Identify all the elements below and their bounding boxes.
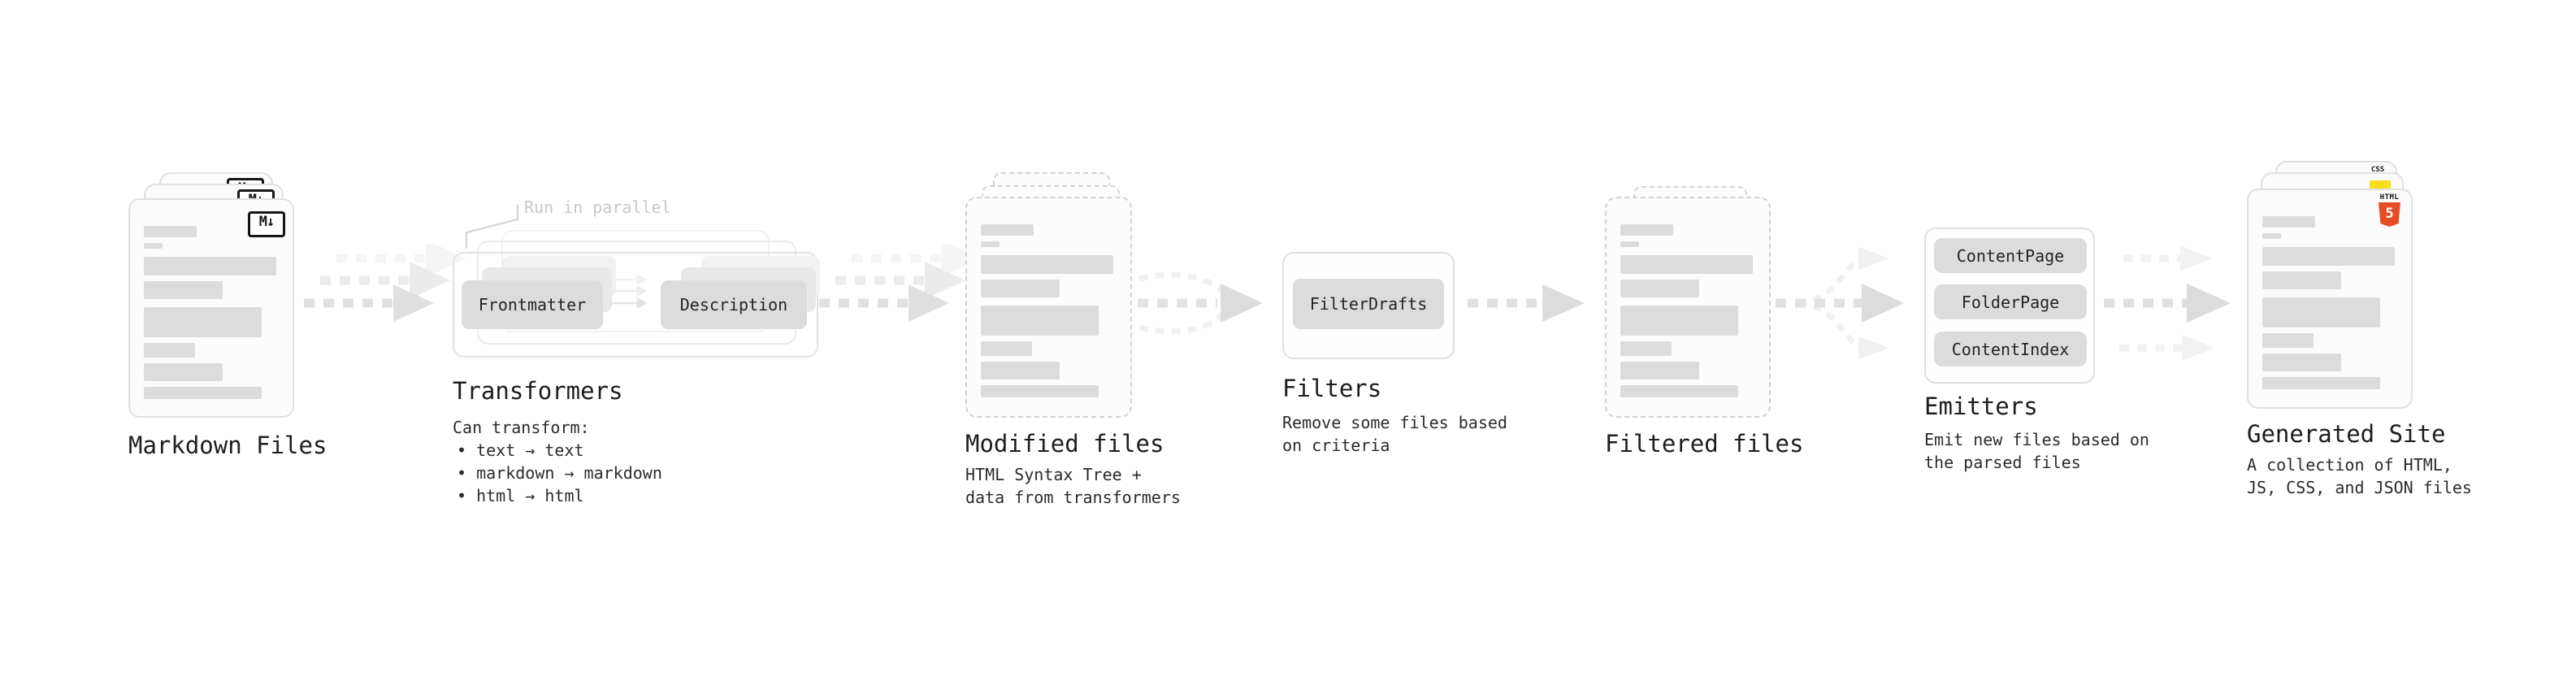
stage-title-filters: Filters xyxy=(1282,375,1382,402)
content-bar xyxy=(144,226,197,237)
content-bar xyxy=(981,362,1060,380)
generated-subtitle: A collection of HTML, JS, CSS, and JSON … xyxy=(2247,455,2472,497)
filters-subtitle: Remove some files based on criteria xyxy=(1282,413,1507,455)
content-bar xyxy=(1620,385,1738,397)
content-bar xyxy=(1620,280,1699,297)
stage-title-emitters: Emitters xyxy=(1924,393,2038,420)
content-bar xyxy=(981,280,1060,297)
content-bar xyxy=(981,341,1032,356)
emitters-subtitle: Emit new files based on the parsed files xyxy=(1924,430,2149,472)
emitter-pill-contentpage: ContentPage xyxy=(1934,238,2087,273)
arrow-filters-to-filtered-icon xyxy=(1468,284,1585,322)
emitter-pill-folderpage: FolderPage xyxy=(1934,284,2087,319)
transformer-pill-description: Description xyxy=(661,280,807,329)
content-bar xyxy=(1620,341,1672,356)
markdown-file-card: M↓ xyxy=(128,198,294,418)
content-bar xyxy=(1620,241,1639,247)
stage-title-transformers: Transformers xyxy=(453,377,623,405)
content-bar xyxy=(2262,377,2380,389)
content-bar xyxy=(1620,362,1699,380)
content-bar xyxy=(2262,333,2314,348)
transformer-pill-frontmatter: Frontmatter xyxy=(462,280,603,329)
html5-icon: 5 xyxy=(2379,202,2400,227)
stage-title-markdown-files: Markdown Files xyxy=(128,432,327,459)
emitter-pill-contentindex: ContentIndex xyxy=(1934,332,2087,367)
stage-title-filtered-files: Filtered files xyxy=(1605,430,1804,458)
generated-file-card: HTML 5 xyxy=(2247,189,2413,409)
arrow-modified-to-filters-icon xyxy=(1138,271,1263,335)
content-bar xyxy=(2262,216,2315,228)
content-bar xyxy=(2262,271,2341,289)
arrow-transformers-to-modified-icon xyxy=(813,244,983,325)
transformer-box xyxy=(453,252,818,358)
arrow-emitters-to-generated-icon xyxy=(2104,245,2231,361)
pill-link-arrows-icon xyxy=(609,274,648,309)
content-bar xyxy=(144,281,223,299)
content-bar xyxy=(144,243,163,249)
content-bar xyxy=(144,387,262,399)
content-bar xyxy=(144,363,223,381)
transformers-bullet: • markdown → markdown xyxy=(457,463,662,483)
stage-title-modified-files: Modified files xyxy=(965,430,1164,458)
content-bar xyxy=(1620,306,1738,336)
js-icon xyxy=(2370,180,2391,191)
transformers-subtitle: Can transform: xyxy=(453,418,590,437)
css-label: CSS xyxy=(2370,166,2385,174)
arrow-markdown-to-transformers-icon xyxy=(297,244,468,325)
content-bar xyxy=(144,307,262,337)
note-leader-line-icon xyxy=(465,205,519,249)
markdown-icon: M↓ xyxy=(248,211,285,237)
content-bar xyxy=(1620,255,1753,274)
content-bar xyxy=(981,224,1034,236)
modified-file-card xyxy=(965,197,1132,418)
content-bar xyxy=(144,343,195,358)
modified-subtitle: HTML Syntax Tree + data from transformer… xyxy=(965,465,1181,507)
content-bar xyxy=(981,241,1000,247)
html5-wordmark: HTML xyxy=(2379,193,2400,202)
run-in-parallel-note: Run in parallel xyxy=(524,197,671,217)
arrow-filtered-to-emitters-icon xyxy=(1776,247,1904,359)
content-bar xyxy=(1620,224,1673,236)
stage-title-generated-site: Generated Site xyxy=(2247,420,2446,448)
content-bar xyxy=(144,257,276,275)
filtered-file-card xyxy=(1605,197,1771,418)
transformers-bullet: • html → html xyxy=(457,486,584,505)
transformers-bullet: • text → text xyxy=(457,440,584,460)
content-bar xyxy=(981,255,1113,274)
filter-pill-filterdrafts: FilterDrafts xyxy=(1293,279,1444,329)
content-bar xyxy=(981,385,1099,397)
content-bar xyxy=(2262,297,2380,327)
content-bar xyxy=(2262,233,2281,239)
content-bar xyxy=(2262,247,2395,266)
content-bar xyxy=(2262,354,2341,371)
content-bar xyxy=(981,306,1099,336)
